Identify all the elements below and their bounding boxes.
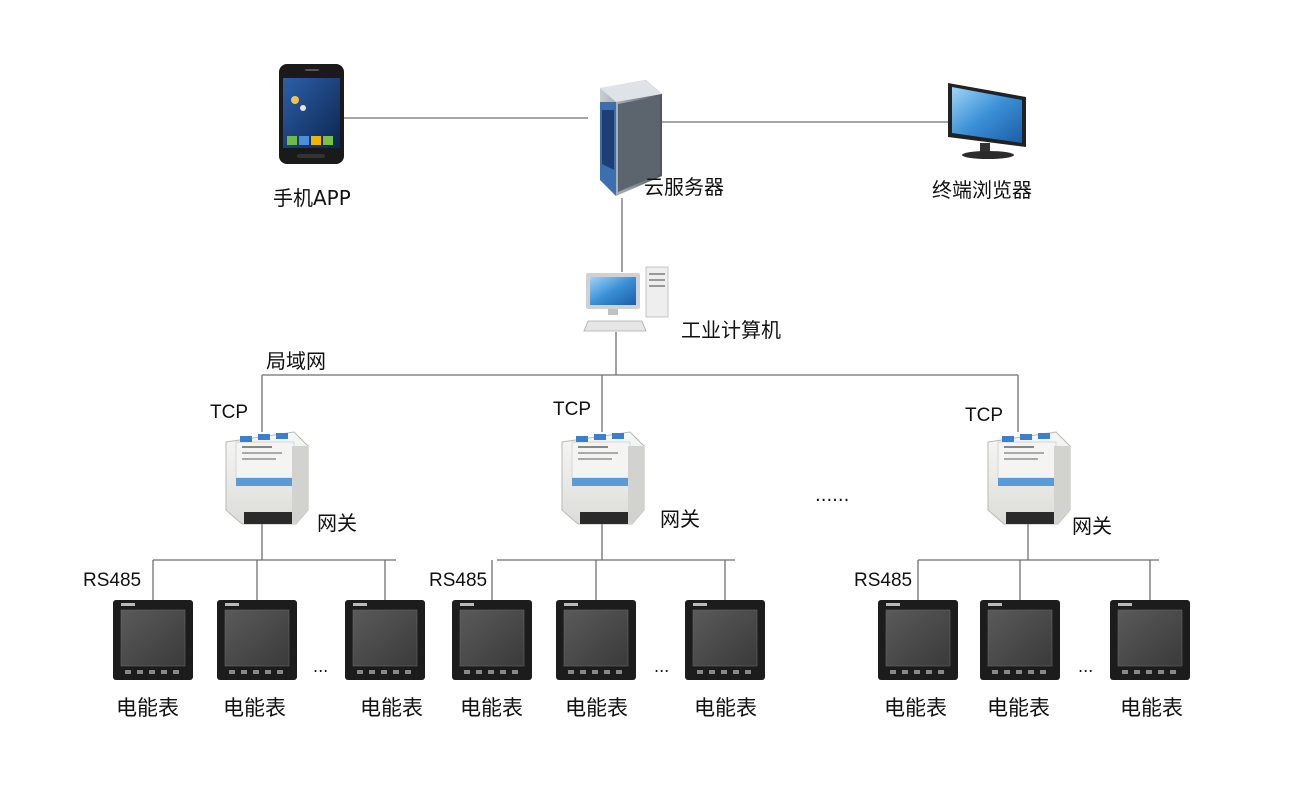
energy-meter-icon <box>1110 600 1190 680</box>
energy-meter-icon <box>345 600 425 680</box>
energy-meter-icon <box>452 600 532 680</box>
gateway-device-icon <box>561 431 645 525</box>
groups-ellipsis: ...... <box>815 485 850 506</box>
meter-layer <box>113 600 1190 680</box>
industrial-pc-label: 工业计算机 <box>681 318 781 342</box>
browser-label: 终端浏览器 <box>932 178 1032 202</box>
browser-monitor-icon <box>948 83 1026 159</box>
lan-label: 局域网 <box>266 349 326 373</box>
gateway-label-2: 网关 <box>660 507 700 531</box>
phone-app-label: 手机APP <box>273 186 351 210</box>
meter-label: 电能表 <box>360 696 423 720</box>
rs485-label-3: RS485 <box>854 570 913 591</box>
cloud-server-icon <box>600 80 662 196</box>
meter-label: 电能表 <box>694 696 757 720</box>
connection-lines <box>261 117 1019 432</box>
rs485-bus-layer <box>152 524 1159 600</box>
gateway-layer <box>225 431 1071 525</box>
meter-label: 电能表 <box>987 696 1050 720</box>
meter-ellipsis-2: ... <box>654 657 670 676</box>
gateway-label-3: 网关 <box>1072 514 1112 538</box>
meter-label: 电能表 <box>1120 696 1183 720</box>
energy-meter-icon <box>685 600 765 680</box>
cloud-server-label: 云服务器 <box>644 175 724 199</box>
tcp-label-2: TCP <box>553 399 591 420</box>
meter-label: 电能表 <box>565 696 628 720</box>
meter-ellipsis-3: ... <box>1078 657 1094 676</box>
energy-meter-icon <box>113 600 193 680</box>
tcp-label-3: TCP <box>965 405 1003 426</box>
gateway-device-icon <box>987 431 1071 525</box>
gateway-label-1: 网关 <box>317 511 357 535</box>
energy-meter-icon <box>217 600 297 680</box>
rs485-label-2: RS485 <box>429 570 488 591</box>
meter-label: 电能表 <box>223 696 286 720</box>
energy-meter-icon <box>980 600 1060 680</box>
energy-meter-icon <box>878 600 958 680</box>
gateway-device-icon <box>225 431 309 525</box>
meter-label: 电能表 <box>884 696 947 720</box>
phone-icon <box>279 64 344 164</box>
rs485-label-1: RS485 <box>83 570 142 591</box>
meter-label: 电能表 <box>116 696 179 720</box>
meter-label: 电能表 <box>460 696 523 720</box>
meter-ellipsis-1: ... <box>313 657 329 676</box>
energy-meter-icon <box>556 600 636 680</box>
industrial-pc-icon <box>583 266 669 332</box>
tcp-label-1: TCP <box>210 402 248 423</box>
